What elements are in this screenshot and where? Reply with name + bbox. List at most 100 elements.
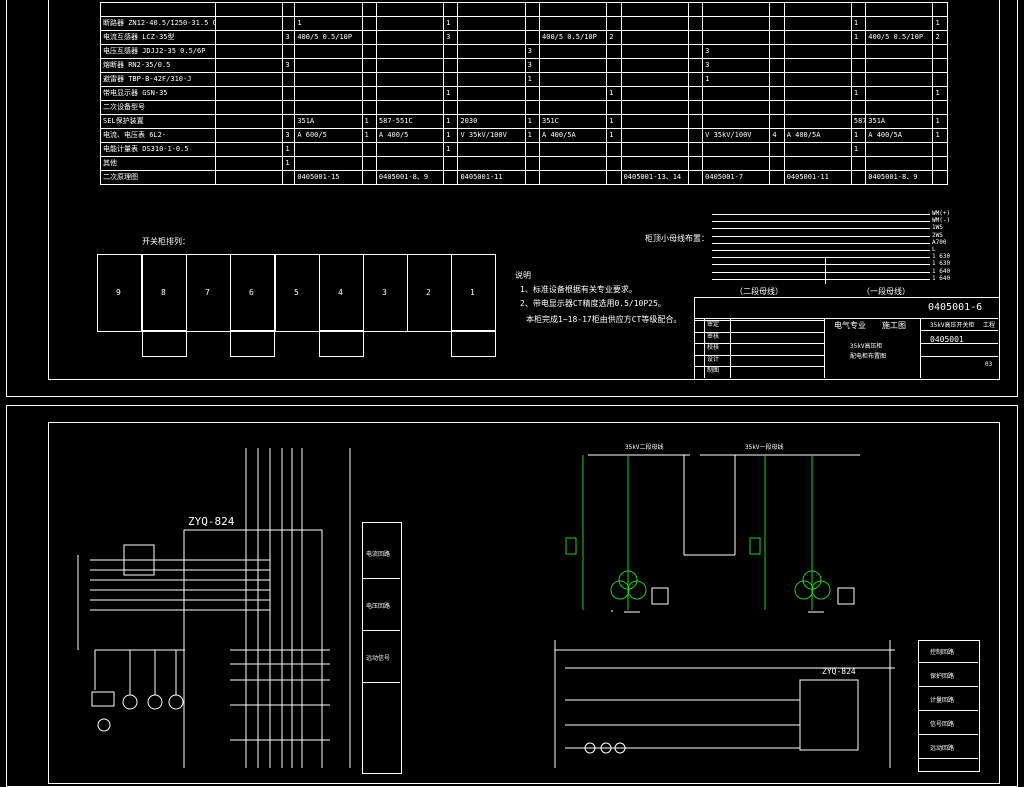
panel-number: 2 [426,288,431,297]
table-cell [443,170,459,185]
table-cell: 1 [524,72,541,87]
small-bus-label: 1 630 [932,260,951,268]
top-sheet-inner-frame [48,0,1000,380]
small-bus-line [712,228,930,230]
small-bus-line [712,214,930,215]
title-row-label: 设计 [707,355,720,363]
small-bus-line [712,257,930,259]
title-rule [694,320,824,321]
table-cell: 0405001-7 [702,170,771,185]
side-box-divider [362,682,400,683]
title-rule [730,318,731,378]
transformer-symbol [610,580,630,600]
panel-number: 1 [470,288,475,297]
table-cell [361,170,377,185]
meter-symbol [147,694,163,710]
bus-foot-right: （一段母线） [862,287,910,296]
project-header-2: 施工图 [882,321,906,330]
legend-box-divider [918,734,978,735]
title-row-label: 校核 [707,344,720,351]
table-cell [687,170,704,185]
small-bus-line [712,264,930,266]
table-cell: 1 [850,86,867,101]
bus-divider [825,258,826,284]
table-cell [524,170,541,185]
panel-base [319,330,364,357]
meter-box [837,587,855,605]
bus-foot-left: （二段母线） [735,287,783,296]
equipment-table: 断路器 ZN12-40.5/1250-31.5 CT1001111电流互感器 L… [99,2,948,185]
legend-column [918,640,980,772]
wiring-label: 柜顶小母线布置： [645,234,709,243]
switchgear-panel: 6 [230,254,275,332]
fuse-symbol [749,537,761,555]
table-cell: 3 [524,44,541,59]
switchgear-panel: 9 [97,254,142,332]
legend-box-divider [918,710,978,711]
side-column [362,522,402,774]
small-bus-label: 1 640 [932,274,951,282]
legend-box-divider [918,686,978,687]
small-bus-label: WM(+) [932,210,951,217]
table-cell: 1 [932,114,948,129]
top-sheet-frame [6,0,1018,397]
title-rule [824,318,825,378]
small-bus-label: 2WS [932,231,943,239]
legend-box-label: 远动回路 [930,745,955,752]
legend-box-label: 保护回路 [930,673,955,680]
lamp-symbol [614,742,626,754]
lamp-symbol [600,742,612,754]
transformer-symbol [794,580,814,600]
note-2: 2、带电显示器CT精度选用0.5/10P25。 [520,299,666,308]
legend-box-label: 控制回路 [930,649,955,656]
device-title: ZYQ-824 [188,515,235,528]
small-bus-label: 1WS [932,224,943,232]
control-device-box [799,679,859,751]
transformer-symbol [811,580,831,600]
meter-box [91,691,115,707]
table-cell: 2 [606,30,622,45]
meter-box [651,587,669,605]
side-box-label: 电流回路 [366,551,391,558]
notes-title: 说明 [515,271,531,280]
transformer-symbol [627,580,647,600]
panel-arrangement-label: 开关柜排列： [142,237,190,246]
legend-box-divider [918,758,978,759]
panel-number: 8 [161,288,166,297]
schematic-drawing [77,448,895,768]
bus-label-1: 35kV一段母线 [745,444,784,451]
title-rule [920,318,921,378]
table-row: 断路器 ZN12-40.5/1250-31.5 CT1001111 [99,16,948,31]
side-box-label: 远动信号 [366,655,391,662]
table-cell: 0405001-8、9 [375,170,445,185]
drawing-title: 35kV高压柜 配电柜布置图 [850,343,887,360]
legend-box-label: 计量回路 [930,697,955,704]
switchgear-panel: 1 [451,254,496,332]
table-cell [606,170,622,185]
small-bus-label: WM(-) [932,217,951,225]
title-rule [694,343,824,344]
stage-label: 工程 [983,322,996,329]
panel-base [142,330,187,357]
small-bus-line [712,235,930,237]
small-bus-label: L [932,246,936,253]
table-cell: 1 [606,114,622,129]
panel-number: 3 [382,288,387,297]
side-box-divider [362,630,400,631]
small-bus-line [712,221,930,223]
lamp-symbol [584,742,596,754]
title-rule [694,318,998,319]
legend-box-label: 信号回路 [930,721,955,728]
panel-number: 6 [249,288,254,297]
protection-device-box [183,529,323,768]
small-bus-line [712,242,930,244]
table-cell [932,170,948,185]
transformer-symbol [97,718,111,732]
table-cell: 二次原理图 [99,170,217,185]
table-cell [850,170,867,185]
small-bus-label: 1 640 [932,267,951,275]
title-rule [694,366,824,367]
panel-number: 9 [116,288,121,297]
